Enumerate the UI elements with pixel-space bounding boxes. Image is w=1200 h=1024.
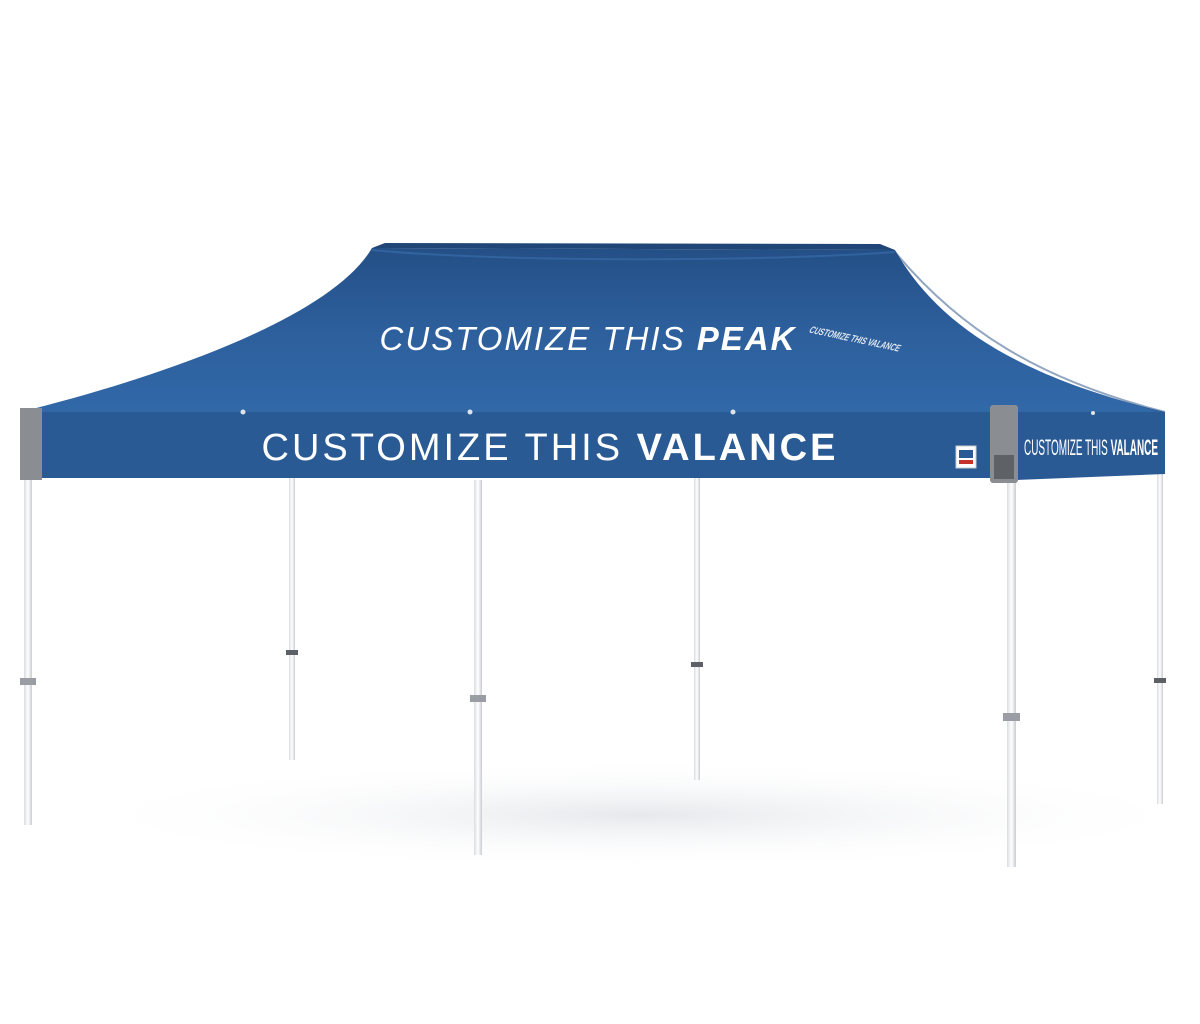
front-valance-text-bold: VALANCE <box>637 427 839 469</box>
side-valance-text-normal: CUSTOMIZE THIS <box>1024 435 1111 460</box>
corner-cap-left <box>20 408 42 480</box>
leg-front-3 <box>1007 482 1016 867</box>
leg-front-1 <box>24 470 32 825</box>
brand-badge <box>955 445 977 469</box>
leg-back-1 <box>289 478 295 760</box>
front-valance <box>20 412 995 478</box>
tent-legs-front <box>20 470 1020 867</box>
canopy-roof <box>20 248 1165 412</box>
peak-text-bold: PEAK <box>697 320 797 357</box>
leg-back-3 <box>1157 468 1163 804</box>
side-valance-text-bold: VALANCE <box>1111 435 1158 460</box>
valance-grommets <box>240 409 1095 415</box>
peak-text: CUSTOMIZE THIS PEAK <box>380 320 797 357</box>
side-valance <box>1016 412 1165 480</box>
ground-shadow <box>60 760 1200 870</box>
leg-back-2 <box>694 478 700 780</box>
leg-front-2 <box>474 480 482 855</box>
tent-legs-back <box>286 468 1166 804</box>
peak-text-normal: CUSTOMIZE THIS <box>380 320 697 357</box>
side-valance-text: CUSTOMIZE THIS VALANCE <box>1024 435 1158 460</box>
front-valance-text: CUSTOMIZE THIS VALANCE <box>262 427 839 469</box>
front-valance-text-normal: CUSTOMIZE THIS <box>262 427 637 469</box>
